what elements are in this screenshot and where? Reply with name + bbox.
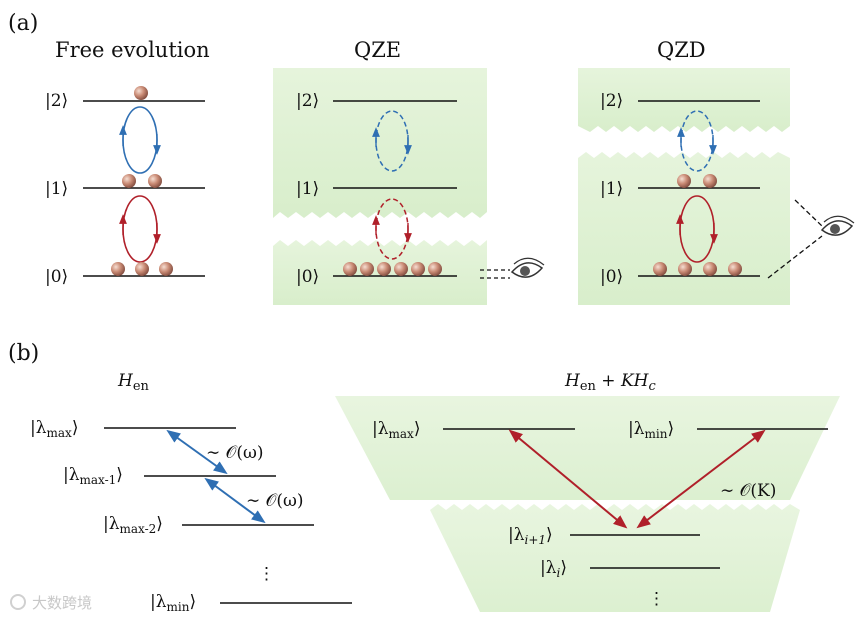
qzd-particle xyxy=(703,174,717,188)
free-particle xyxy=(135,262,149,276)
free-evolution-title: Free evolution xyxy=(55,38,210,62)
qze-particle xyxy=(377,262,391,276)
watermark-logo: 大数跨境 xyxy=(10,594,92,612)
qzd-measurement-line xyxy=(794,199,823,227)
coupling-arrow-red xyxy=(508,429,628,529)
hen-khc-panel: Hen + KHc |λmax⟩ |λmin⟩ |λi+1⟩ |λi⟩ ⋮ ∼ … xyxy=(335,371,840,612)
eye-icon xyxy=(820,215,855,236)
qze-particle xyxy=(428,262,442,276)
qzd-measurement-line xyxy=(767,235,823,279)
qze-panel: QZE |2⟩ |1⟩ |0⟩ xyxy=(273,38,545,305)
vertical-ellipsis: ⋮ xyxy=(258,564,275,584)
qzd-particle xyxy=(703,262,717,276)
coupling-arrow-blue xyxy=(204,477,266,524)
coupling-label-omega: ∼ 𝒪(ω) xyxy=(246,491,304,511)
coupling-arrow-red xyxy=(636,429,766,529)
free-transition-loop-red xyxy=(122,195,158,263)
coupling-label-k: ∼ 𝒪(K) xyxy=(720,481,776,501)
qze-particle xyxy=(394,262,408,276)
qze-particle xyxy=(343,262,357,276)
qzd-ket-2: |2⟩ xyxy=(600,91,623,111)
free-ket-2: |2⟩ xyxy=(45,91,68,111)
qzd-particle xyxy=(677,174,691,188)
qze-particle xyxy=(360,262,374,276)
free-transition-loop-blue xyxy=(122,106,158,174)
coupling-arrow-blue xyxy=(166,429,228,475)
qzd-particle xyxy=(653,262,667,276)
qze-ket-0: |0⟩ xyxy=(296,267,319,287)
ket-lambda-i: |λi⟩ xyxy=(540,558,567,580)
qzd-zone-top xyxy=(578,68,790,132)
qzd-particle xyxy=(678,262,692,276)
free-ket-0: |0⟩ xyxy=(45,267,68,287)
qze-particle xyxy=(411,262,425,276)
qzd-particle xyxy=(728,262,742,276)
watermark-text: 大数跨境 xyxy=(32,594,92,612)
free-ket-1: |1⟩ xyxy=(45,179,68,199)
lower-subspace-zone xyxy=(430,504,800,612)
free-evolution-panel: Free evolution |2⟩ |1⟩ |0⟩ xyxy=(45,38,210,287)
qzd-ket-1: |1⟩ xyxy=(600,179,623,199)
free-particle xyxy=(159,262,173,276)
ket-lambda-max: |λmax⟩ xyxy=(30,418,78,440)
qzd-title: QZD xyxy=(657,38,706,62)
hen-ladder-panel: Hen |λmax⟩ |λmax-1⟩ |λmax-2⟩ ⋮ |λmin⟩ ∼ … xyxy=(30,371,352,614)
hen-title: Hen xyxy=(117,371,150,394)
qze-ket-2: |2⟩ xyxy=(296,91,319,111)
free-particle xyxy=(134,86,148,100)
hen-khc-title: Hen + KHc xyxy=(564,371,656,394)
free-particle xyxy=(148,174,162,188)
ket-lambda-max-1: |λmax-1⟩ xyxy=(63,465,123,487)
free-particle xyxy=(111,262,125,276)
qze-title: QZE xyxy=(354,38,401,62)
qze-ket-1: |1⟩ xyxy=(296,179,319,199)
ket-lambda-max-2: |λmax-2⟩ xyxy=(103,514,163,536)
qzd-ket-0: |0⟩ xyxy=(600,267,623,287)
qzd-panel: QZD |2⟩ |1⟩ |0⟩ xyxy=(578,38,855,305)
coupling-label-omega: ∼ 𝒪(ω) xyxy=(206,443,264,463)
ket-lambda-min: |λmin⟩ xyxy=(150,592,196,614)
eye-icon xyxy=(510,257,545,278)
qze-zone-upper xyxy=(273,68,487,218)
panel-b-label: (b) xyxy=(8,341,39,366)
free-particle xyxy=(122,174,136,188)
panel-a-label: (a) xyxy=(8,11,38,36)
vertical-ellipsis-right: ⋮ xyxy=(648,589,665,609)
